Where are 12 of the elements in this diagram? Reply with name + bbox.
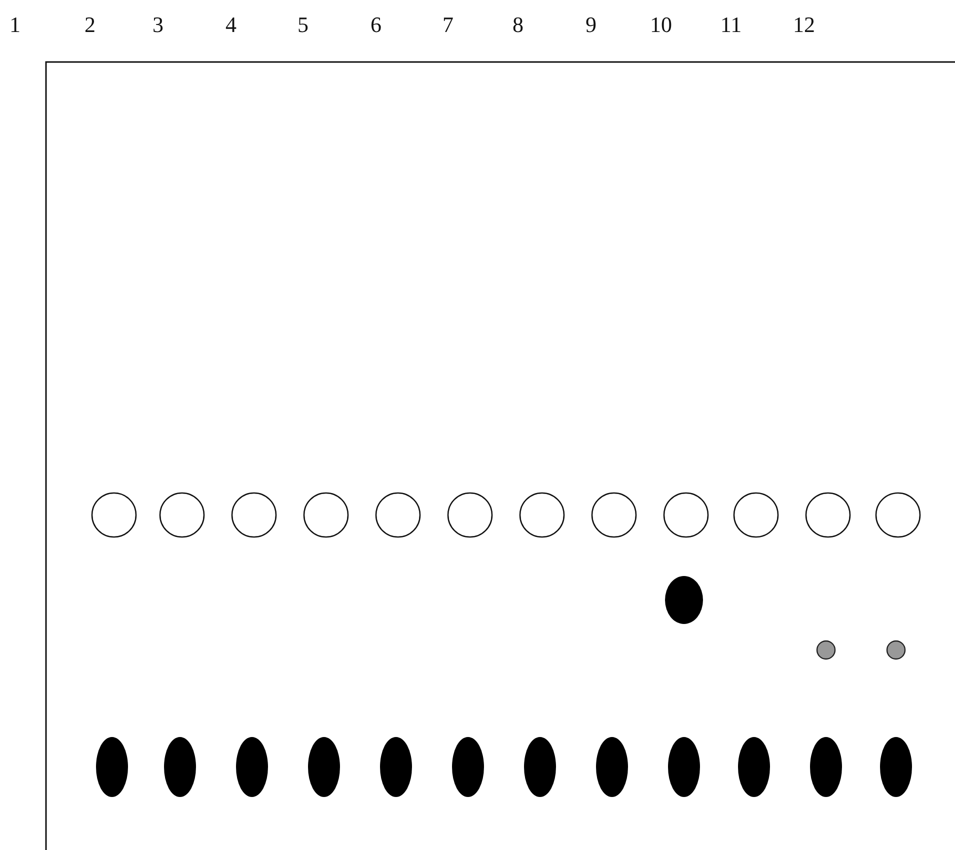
- lane-number: 5: [298, 14, 308, 36]
- lane-number: 9: [586, 14, 596, 36]
- lane-number: 4: [226, 14, 236, 36]
- lane-number: 7: [442, 14, 454, 36]
- lane-number: 8: [512, 14, 524, 36]
- lane-number: 6: [370, 14, 382, 36]
- lane-number: 1: [10, 14, 20, 36]
- lane-number: 12: [793, 14, 815, 36]
- lane-number: 2: [84, 14, 96, 36]
- lane-number: 3: [152, 14, 164, 36]
- lane-number: 11: [720, 14, 742, 36]
- lane-number: 10: [650, 14, 672, 36]
